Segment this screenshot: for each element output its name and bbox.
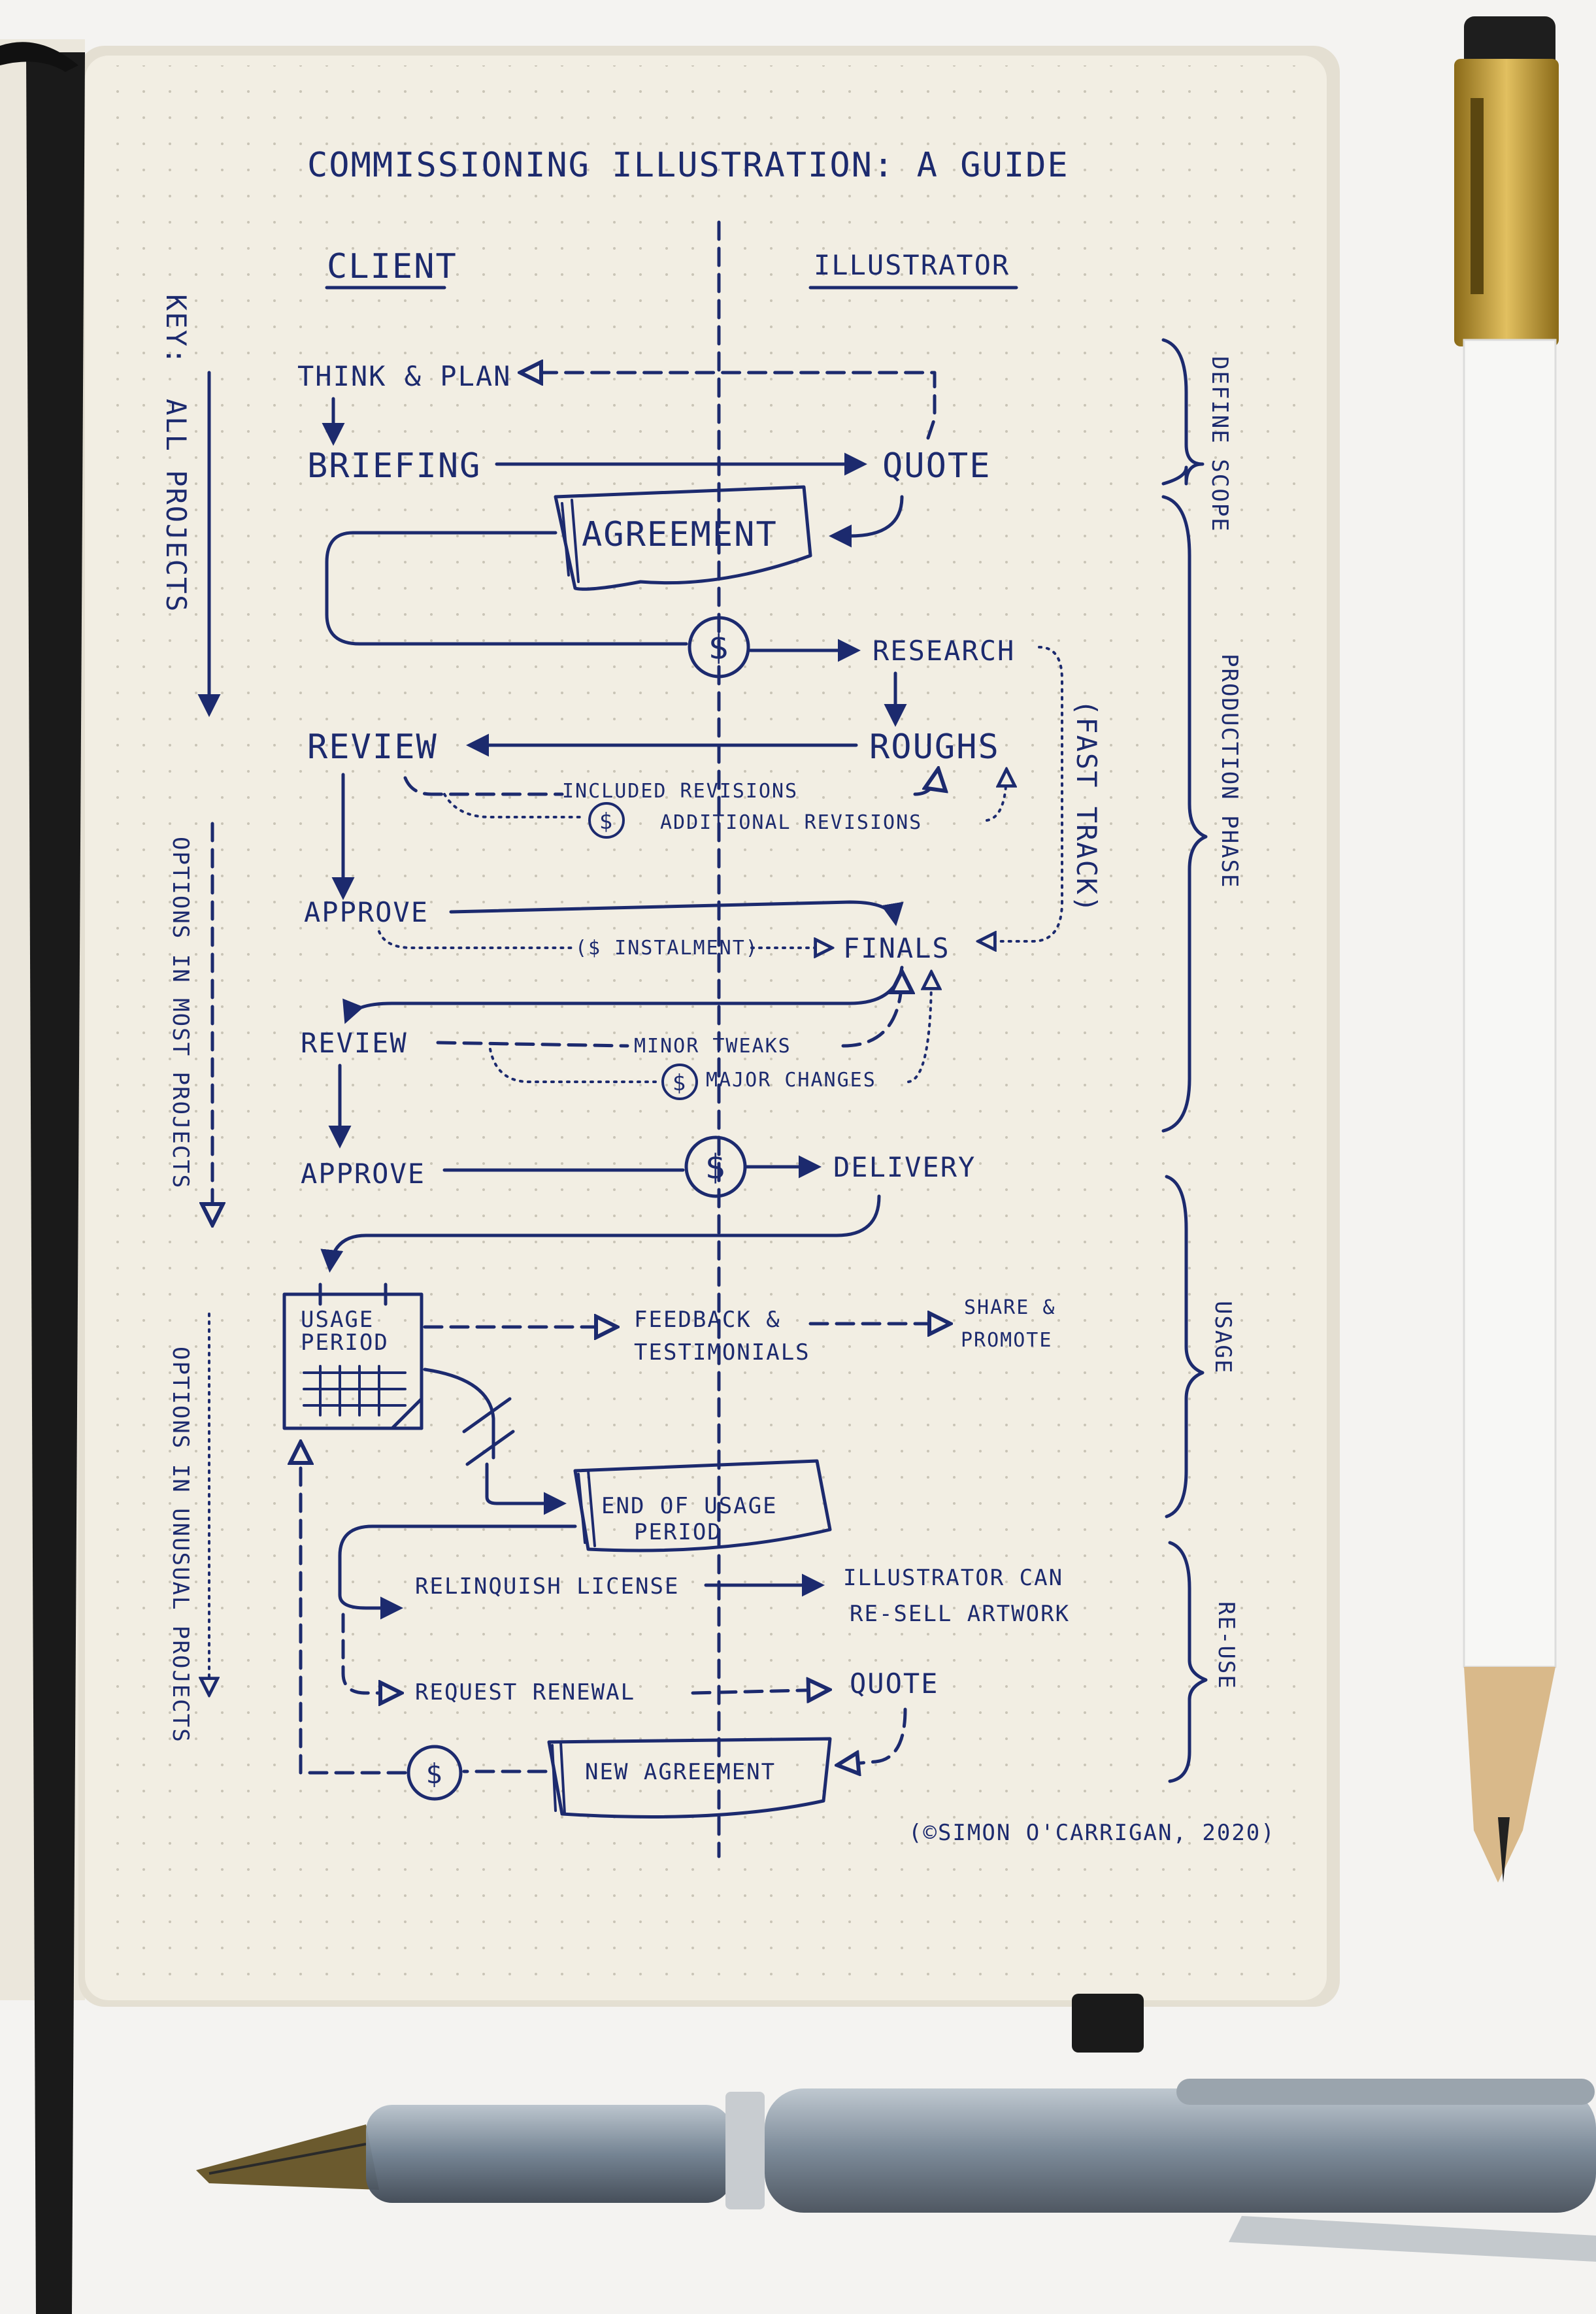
brace-production (1161, 495, 1208, 1133)
node-new-agreement: NEW AGREEMENT (585, 1759, 776, 1785)
node-end-usage-2: PERIOD (634, 1519, 722, 1545)
illustrator-column-header: ILLUSTRATOR (814, 249, 1010, 281)
key-most-projects: OPTIONS IN MOST PROJECTS (167, 837, 193, 1189)
fountain-pen (196, 2079, 1596, 2262)
node-briefing: BRIEFING (307, 446, 481, 486)
dollar-icon-renewal: $ (425, 1758, 443, 1790)
key-label: KEY: (160, 294, 192, 365)
node-research: RESEARCH (873, 635, 1015, 667)
key-all-projects: ALL PROJECTS (160, 399, 192, 612)
node-approve-1: APPROVE (304, 896, 429, 928)
brace-define-scope (1161, 338, 1205, 486)
node-feedback: FEEDBACK & (634, 1307, 781, 1333)
payment-major (661, 1064, 698, 1100)
arrow-quote2-to-agreement (840, 1707, 907, 1765)
notebook-page (78, 46, 1340, 2007)
payment-3: $ (407, 1745, 463, 1801)
time-line-1 (423, 1367, 495, 1460)
brace-reuse (1168, 1541, 1208, 1783)
node-request-renewal: REQUEST RENEWAL (415, 1679, 635, 1705)
arrow-payment-to-usage (301, 1445, 407, 1775)
payment-1: $ (688, 616, 750, 679)
arrow-additional-revisions (986, 771, 1006, 822)
node-usage-period: USAGE PERIOD (784, 1505, 942, 1528)
node-end-usage-1: END OF USAGE (601, 1493, 778, 1519)
label-fast-track: (FAST TRACK) (1071, 699, 1103, 913)
arrow-fast-track (980, 646, 1063, 941)
elastic-strap (0, 42, 85, 2314)
arrow-quote-to-think (523, 373, 937, 440)
loop-agreement-to-payment (325, 531, 688, 646)
client-column-header: CLIENT (327, 247, 457, 286)
node-finals: FINALS (843, 932, 950, 964)
payment-additional (588, 802, 625, 839)
label-included-revisions: INCLUDED REVISIONS (562, 780, 798, 803)
time-break-1 (462, 1397, 512, 1434)
arrow-end-to-renewal (341, 1613, 399, 1693)
arrow-delivery-to-usage (320, 1194, 881, 1273)
arrow-end-to-relinquish (338, 1524, 577, 1620)
arrow-minor-tweaks (841, 974, 902, 1048)
dollar-icon: $ (708, 628, 729, 667)
node-share: SHARE & (964, 1296, 1056, 1319)
node-quote: QUOTE (882, 446, 991, 486)
time-line-2 (485, 1462, 567, 1515)
label-additional-revisions: ADDITIONAL REVISIONS (660, 811, 922, 834)
phase-reuse: RE-USE (1213, 1601, 1239, 1690)
diagram: COMMISSIONING ILLUSTRATION: A GUIDE CLIE… (160, 146, 1276, 1858)
end-usage-stack: END OF USAGE PERIOD (573, 1459, 832, 1552)
pencil (1454, 16, 1559, 1883)
dollar-icon-delivery: $ (705, 1148, 726, 1187)
arrow-renewal-to-quote (691, 1690, 827, 1693)
node-approve-2: APPROVE (301, 1158, 425, 1190)
dash-included-left (403, 776, 564, 796)
node-review-1: REVIEW (307, 728, 438, 767)
diagram-title: COMMISSIONING ILLUSTRATION: A GUIDE (307, 146, 1069, 185)
dash-minor-left (436, 1041, 629, 1048)
node-usage-period-2: PERIOD (301, 1330, 389, 1356)
node-usage-period-1: USAGE (301, 1307, 374, 1333)
dot-major-left (489, 1048, 661, 1083)
bookmark-tab (1072, 1994, 1144, 2053)
node-think-plan: THINK & PLAN (297, 360, 511, 392)
usage-period-calendar: USAGE PERIOD (282, 1283, 424, 1430)
arrow-approve-to-finals (449, 900, 904, 926)
node-delivery: DELIVERY (833, 1151, 976, 1183)
arrow-quote-to-agreement (829, 495, 904, 548)
agreement-stack: AGREEMENT (554, 485, 812, 591)
phase-production: PRODUCTION PHASE (1216, 654, 1242, 889)
node-roughs: ROUGHS (869, 728, 1000, 767)
node-promote: PROMOTE (961, 1329, 1052, 1352)
phase-define-scope: DEFINE SCOPE (1206, 356, 1233, 533)
node-resell-2: RE-SELL ARTWORK (850, 1601, 1070, 1627)
node-testimonials: TESTIMONIALS (634, 1339, 810, 1366)
node-review-2: REVIEW (301, 1027, 408, 1059)
node-quote-2: QUOTE (850, 1668, 939, 1700)
credit-text: (©SIMON O'CARRIGAN, 2020) (908, 1820, 1276, 1846)
dot-instalment-left (378, 930, 576, 949)
label-instalment: ($ INSTALMENT) (575, 937, 759, 960)
dollar-icon-additional: $ (599, 809, 614, 835)
node-resell-1: ILLUSTRATOR CAN (843, 1565, 1063, 1591)
label-major-changes: MAJOR CHANGES (706, 1069, 876, 1092)
new-agreement-stack: NEW AGREEMENT (547, 1737, 832, 1819)
arrow-included-revisions (913, 771, 938, 796)
node-relinquish: RELINQUISH LICENSE (415, 1573, 679, 1600)
time-break-2 (465, 1430, 515, 1466)
dollar-icon-major: $ (673, 1070, 687, 1096)
label-minor-tweaks: MINOR TWEAKS (634, 1035, 791, 1058)
node-agreement: AGREEMENT (582, 515, 778, 554)
key-unusual-projects: OPTIONS IN UNUSUAL PROJECTS (167, 1347, 193, 1743)
phase-usage: USAGE (1210, 1301, 1236, 1374)
brace-usage (1165, 1175, 1205, 1518)
